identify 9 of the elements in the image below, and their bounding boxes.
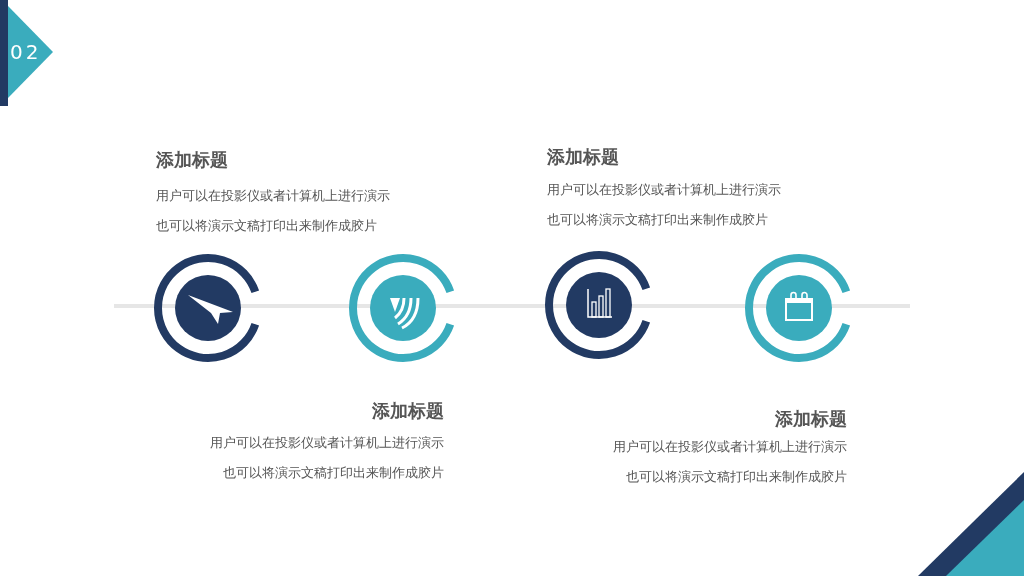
section-title: 添加标题 — [372, 399, 444, 423]
section-title: 添加标题 — [775, 407, 847, 431]
section-title: 添加标题 — [156, 148, 228, 172]
section-title: 添加标题 — [547, 145, 619, 169]
page-number: 02 — [10, 40, 42, 64]
description-text: 用户可以在投影仪或者计算机上进行演示也可以将演示文稿打印出来制作成胶片 — [156, 187, 391, 235]
description-text: 用户可以在投影仪或者计算机上进行演示也可以将演示文稿打印出来制作成胶片 — [612, 438, 847, 486]
description-text: 用户可以在投影仪或者计算机上进行演示也可以将演示文稿打印出来制作成胶片 — [209, 434, 444, 482]
description-text: 用户可以在投影仪或者计算机上进行演示也可以将演示文稿打印出来制作成胶片 — [547, 181, 782, 229]
